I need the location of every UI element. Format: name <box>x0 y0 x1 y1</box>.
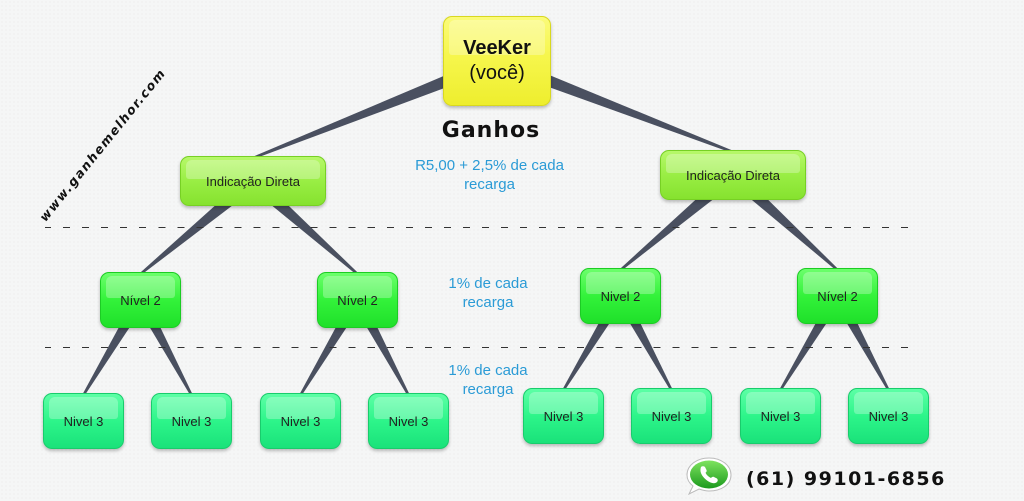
level3-node: Nivel 3 <box>43 393 124 449</box>
level2-node: Nível 2 <box>797 268 878 324</box>
level2-node: Nivel 2 <box>580 268 661 324</box>
connector-line <box>252 54 500 160</box>
level2-node: Nível 2 <box>100 272 181 328</box>
node-label: Indicação Direta <box>206 173 300 189</box>
node-label: Nível 2 <box>337 292 378 308</box>
node-label: Nivel 3 <box>543 408 584 424</box>
level1-node: Indicação Direta <box>180 156 326 206</box>
level2-node: Nível 2 <box>317 272 398 328</box>
level3-node: Nivel 3 <box>740 388 821 444</box>
level1-earnings-note: R5,00 + 2,5% de cada recarga <box>415 157 564 193</box>
root-node: VeeKer (você) <box>443 16 551 106</box>
level3-earnings-note: 1% de cada recarga <box>448 362 528 398</box>
node-label: Nivel 3 <box>63 413 104 429</box>
earnings-heading: Ganhos <box>441 118 541 143</box>
node-label: Nivel 3 <box>280 413 321 429</box>
node-label: Nivel 2 <box>600 288 641 304</box>
connector-line <box>494 54 734 154</box>
level3-node: Nivel 3 <box>848 388 929 444</box>
level3-node: Nivel 3 <box>523 388 604 444</box>
level1-node: Indicação Direta <box>660 150 806 200</box>
whatsapp-icon <box>684 456 734 501</box>
contact-info: (61) 99101-6856 <box>684 456 946 501</box>
node-label: Nivel 3 <box>868 408 909 424</box>
level3-node: Nivel 3 <box>151 393 232 449</box>
node-label: Nivel 3 <box>171 413 212 429</box>
node-label: Nivel 3 <box>388 413 429 429</box>
node-label: Nível 2 <box>817 288 858 304</box>
node-label: Nivel 3 <box>651 408 692 424</box>
root-subtitle: (você) <box>469 62 525 84</box>
level3-node: Nivel 3 <box>368 393 449 449</box>
node-label: Nível 2 <box>120 292 161 308</box>
level2-earnings-note: 1% de cada recarga <box>448 275 528 311</box>
root-title: VeeKer <box>463 37 531 59</box>
level3-node: Nivel 3 <box>260 393 341 449</box>
phone-number: (61) 99101-6856 <box>746 467 946 490</box>
node-label: Indicação Direta <box>686 167 780 183</box>
level3-node: Nivel 3 <box>631 388 712 444</box>
node-label: Nivel 3 <box>760 408 801 424</box>
level-divider-2 <box>45 347 920 348</box>
level-divider-1 <box>45 227 920 228</box>
